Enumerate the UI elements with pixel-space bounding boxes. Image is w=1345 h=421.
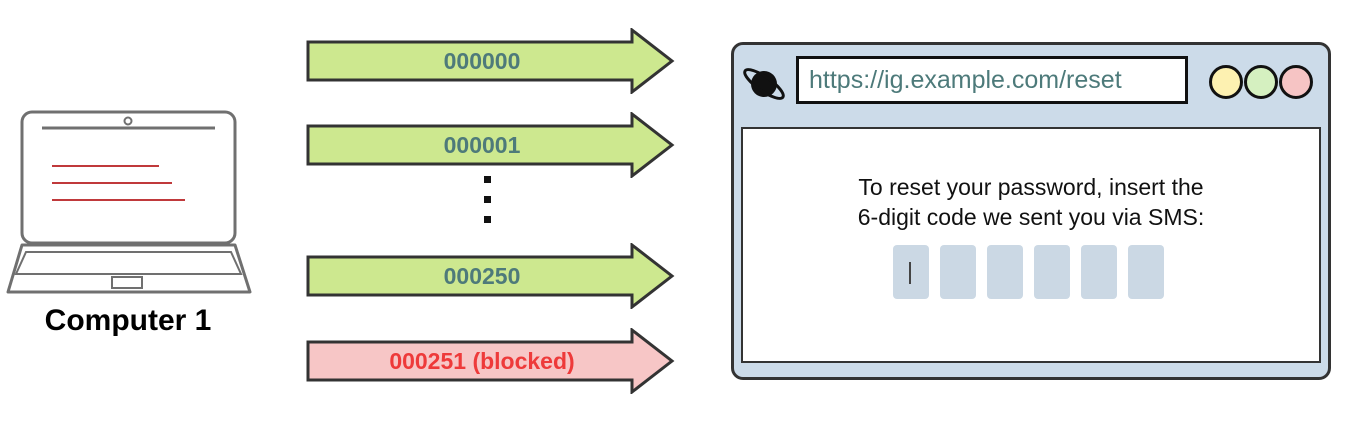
arrow-shape	[306, 328, 675, 394]
window-button-green[interactable]	[1244, 65, 1278, 99]
code-digit-input[interactable]	[940, 245, 976, 299]
code-digit-input[interactable]	[1034, 245, 1070, 299]
code-digit-input[interactable]	[1081, 245, 1117, 299]
url-text: https://ig.example.com/reset	[809, 65, 1122, 94]
code-digit-input[interactable]	[1128, 245, 1164, 299]
attempt-code: 000000	[443, 47, 521, 74]
arrow-shape	[306, 112, 675, 178]
text-cursor	[909, 262, 911, 284]
planet-icon	[743, 68, 785, 100]
url-bar[interactable]: https://ig.example.com/reset	[796, 56, 1188, 104]
arrow-shape	[306, 28, 675, 94]
attempt-arrow: 000000	[306, 28, 676, 94]
arrow-shape	[306, 243, 675, 309]
attempt-arrow: 000250	[306, 243, 676, 309]
code-digit-input[interactable]	[987, 245, 1023, 299]
attempt-code: 000250	[443, 262, 521, 289]
ellipsis-dots	[484, 176, 496, 236]
attempt-arrow: 000001	[306, 112, 676, 178]
reset-prompt-line-1: To reset your password, insert the	[858, 174, 1204, 200]
browser-content: To reset your password, insert the 6-dig…	[741, 127, 1321, 363]
window-button-yellow[interactable]	[1209, 65, 1243, 99]
attempt-arrow-blocked: 000251 (blocked)	[306, 328, 676, 394]
browser-window: https://ig.example.com/reset To reset yo…	[731, 42, 1331, 380]
attempt-code-blocked: 000251 (blocked)	[389, 347, 575, 374]
code-digit-input[interactable]	[893, 245, 929, 299]
attempt-code: 000001	[443, 131, 521, 158]
computer-label: Computer 1	[44, 304, 212, 337]
reset-prompt-line-2: 6-digit code we sent you via SMS:	[857, 204, 1205, 230]
window-button-red[interactable]	[1279, 65, 1313, 99]
laptop-icon	[6, 110, 252, 294]
